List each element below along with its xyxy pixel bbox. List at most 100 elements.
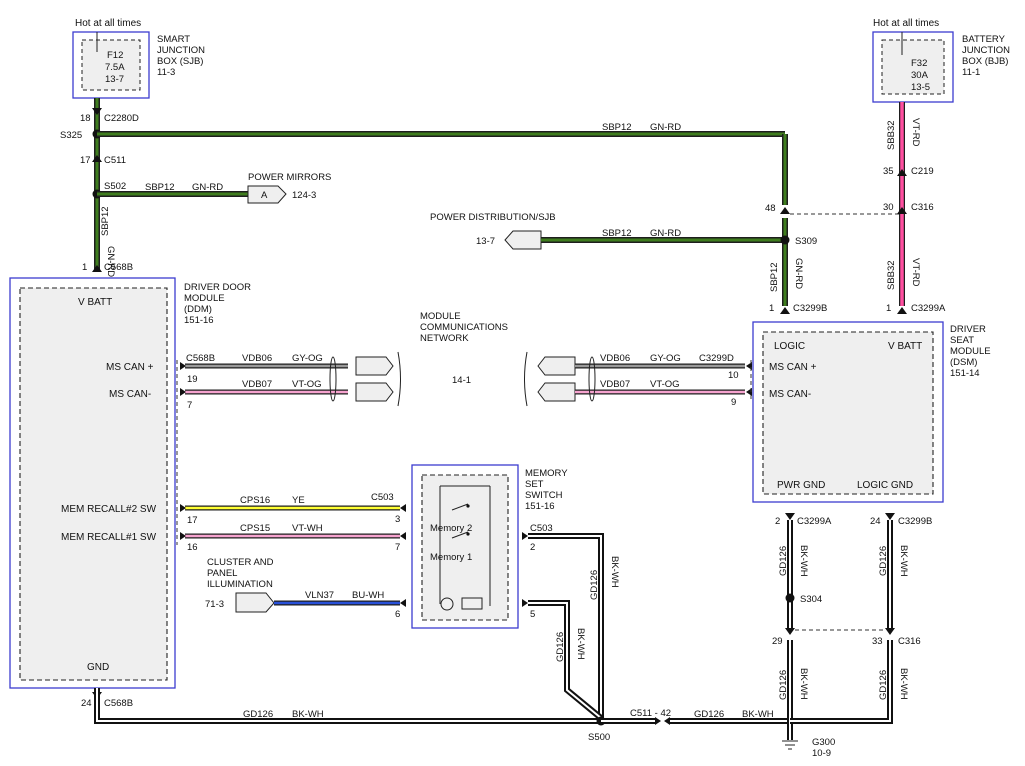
splice-s502-label: S502 [104,181,126,192]
bjb-box [872,31,954,103]
wire-label-vtog-left: VT-OG [292,379,322,390]
memory-1-label: Memory 1 [430,552,472,563]
fuse-f12-name: F12 [107,50,123,61]
ddm-mem1: MEM RECALL#1 SW [61,532,157,543]
wire-label-sbb32-a: SBB32 [886,120,897,150]
cluster-ref: 71-3 [205,599,224,610]
sjb-fuse-group: Hot at all times F12 7.5A 13-7 SMART JUN… [72,18,205,99]
wire-label-sbb32-b: SBB32 [886,260,897,290]
conn-c568b-bottom: C568B [104,698,133,709]
splice-s309-label: S309 [795,236,817,247]
gd126-memsw-wire-b [528,600,603,721]
fuse-f32-ref: 13-5 [911,82,930,93]
dsm-module: LOGIC V BATT MS CAN + MS CAN- PWR GND LO… [750,321,944,503]
sjb-label-3: BOX (SJB) [157,56,203,67]
bjb-label-3: BOX (BJB) [962,56,1008,67]
cluster-label-2: PANEL [207,568,237,579]
wire-label-sbp12-left: SBP12 [100,206,111,236]
conn-c3299d: C3299D [699,353,734,364]
ddm-pin-16: 16 [187,542,198,553]
dsm-vbatt: V BATT [888,341,922,352]
wire-label-gd126-a: GD126 [589,570,600,600]
sbp12-top-wire [97,131,788,205]
msw-pin-5: 5 [530,609,535,620]
memory-switch-outer-box [411,464,519,629]
splice-s309 [780,235,790,245]
wire-label-vtwh: VT-WH [292,523,323,534]
conn-c3299b-top: C3299B [793,303,827,314]
sjb-label-1: SMART [157,34,190,45]
dsm-pin-2: 2 [775,516,780,527]
dsm-ms-can-minus: MS CAN- [769,389,811,400]
twisted-pair-right [588,356,596,402]
ground-ref: 10-9 [812,748,831,759]
msw-pin-7: 7 [395,542,400,553]
wire-label-gd126-c: GD126 [778,546,789,576]
cluster-label-1: CLUSTER AND [207,557,274,568]
power-mirrors-label: POWER MIRRORS [248,172,331,183]
msw-pin-6: 6 [395,609,400,620]
dsm-pin-24: 24 [870,516,881,527]
ddm-ms-can-minus: MS CAN- [109,389,151,400]
power-mirrors-connector [247,185,287,204]
wire-label-bkwh-f: BK-WH [898,668,909,700]
wire-label-bkwh-right: BK-WH [742,709,774,720]
conn-c219: C219 [911,166,934,177]
twisted-pair-left [329,356,337,402]
wire-label-bkwh-bottom: BK-WH [292,709,324,720]
memory-2-label: Memory 2 [430,523,472,534]
dsm-title-ref: 151-14 [950,368,980,379]
ddm-mem2: MEM RECALL#2 SW [61,504,157,515]
wire-label-bkwh-e: BK-WH [798,668,809,700]
power-dist-label: POWER DISTRIBUTION/SJB [430,212,556,223]
network-ref: 14-1 [452,375,471,386]
wire-label-gnrd-mid: GN-RD [650,228,681,239]
dsm-title-2: SEAT [950,335,974,346]
pin-30: 30 [883,202,894,213]
ddm-title-ref: 151-16 [184,315,214,326]
conn-c511: C511 [104,155,126,166]
conn-c3299a-bottom: C3299A [797,516,832,527]
ddm-pin-7: 7 [187,400,192,411]
wire-label-ye: YE [292,495,305,506]
dsm-logic-gnd: LOGIC GND [857,480,913,491]
wire-label-gnrd-right: GN-RD [793,258,804,289]
dsm-title-4: (DSM) [950,357,977,368]
gd126-bottom-wire [94,688,601,724]
dsm-pwr-gnd: PWR GND [777,480,825,491]
conn-c316-bottom: C316 [898,636,921,647]
dsm-title-3: MODULE [950,346,991,357]
network-bracket-right [524,351,528,407]
ddm-title-2: MODULE [184,293,225,304]
wire-label-cps15: CPS15 [240,523,270,534]
wire-label-bkwh-c: BK-WH [798,545,809,577]
wire-label-vdb06-right: VDB06 [600,353,630,364]
pin-33: 33 [872,636,883,647]
pin-1-left: 1 [82,262,87,273]
gd126-to-g300-wires [787,640,893,740]
memory-set-switch: Memory 2 Memory 1 [411,464,519,629]
ddm-gnd: GND [87,662,109,673]
pin-1-dsm-vbatt: 1 [886,303,891,314]
wire-label-vdb07-right: VDB07 [600,379,630,390]
pm-letter: A [261,190,268,201]
dsm-pin-9: 9 [731,397,736,408]
pin-29: 29 [772,636,783,647]
pin-18: 18 [80,113,91,124]
conn-c316-top: C316 [911,202,934,213]
conn-c568b-top: C568B [104,262,133,273]
memory-switch-title-ref: 151-16 [525,501,555,512]
ddm-title-3: (DDM) [184,304,212,315]
wire-label-bkwh-d: BK-WH [898,545,909,577]
ddm-ms-can-plus: MS CAN + [106,362,154,373]
wire-label-bkwh-b: BK-WH [575,628,586,660]
memory-switch-inner-box [421,474,509,621]
power-dist-ref: 13-7 [476,236,495,247]
fuse-f12-rating: 7.5A [105,62,125,73]
can-minus-right-connector [537,382,576,402]
sjb-box [72,31,150,99]
splice-s500-label: S500 [588,732,610,743]
wire-label-gd126-b: GD126 [555,632,566,662]
wire-label-sbp12-pm: SBP12 [145,182,175,193]
ddm-conn-c568b: C568B [186,353,215,364]
